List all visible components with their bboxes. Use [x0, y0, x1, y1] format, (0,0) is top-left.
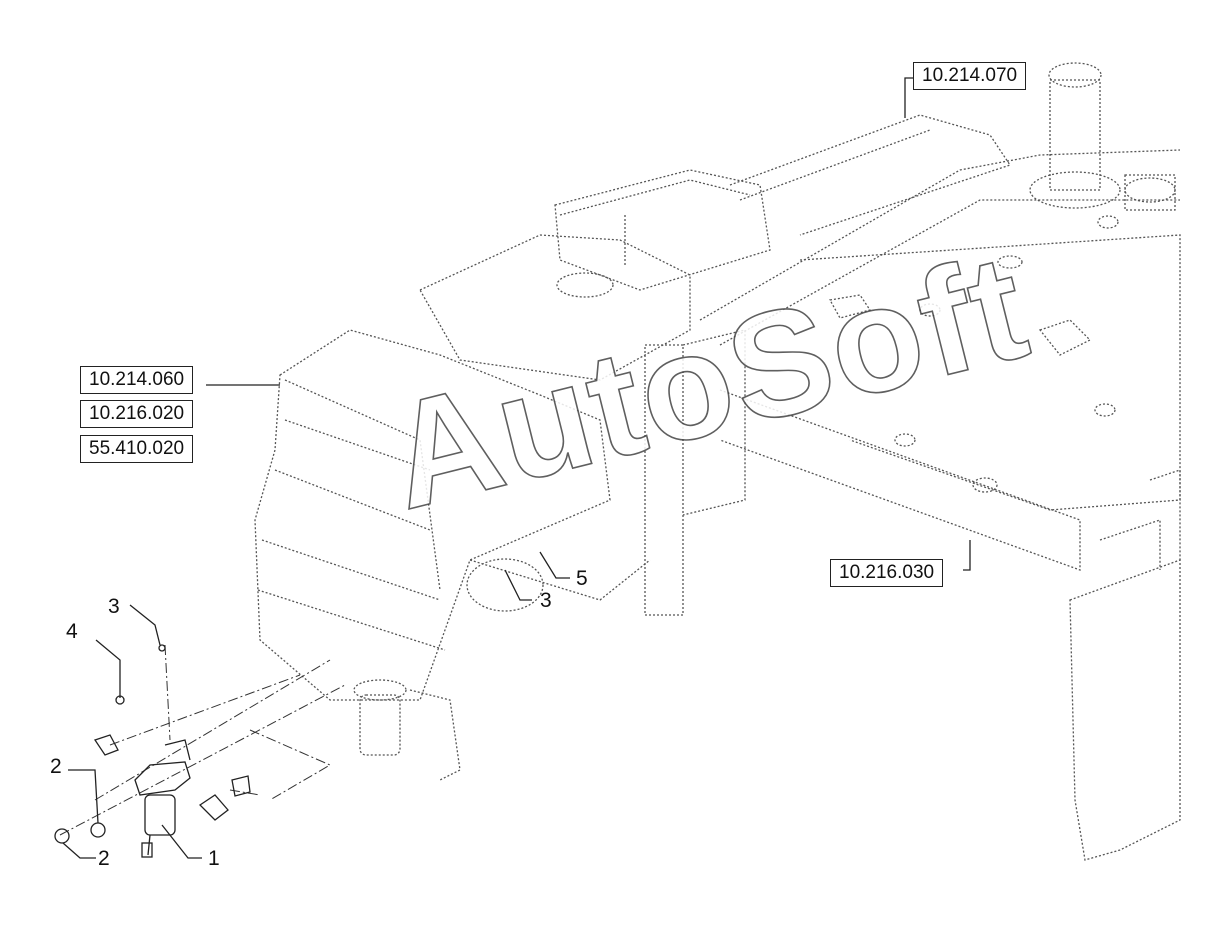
filter-bowl [144, 794, 176, 836]
right-bracket [1069, 559, 1181, 861]
leader-5 [539, 551, 570, 579]
callout-5: 5 [576, 567, 588, 590]
ref-box-10-216-030[interactable]: 10.216.030 [830, 559, 944, 587]
callout-1: 1 [208, 847, 220, 870]
fitting-2-lower [54, 828, 70, 844]
filter-head [134, 761, 191, 796]
callout-3-center: 3 [540, 589, 552, 612]
center-fuel-filter [359, 694, 401, 756]
leader-4 [95, 639, 121, 698]
callout-4: 4 [66, 620, 78, 643]
ref-box-10-216-020[interactable]: 10.216.020 [80, 400, 194, 428]
frame-rail-top [699, 149, 1181, 321]
filler-neck [1049, 79, 1101, 191]
leader-1 [161, 824, 202, 859]
upper-pipe [729, 114, 1012, 236]
leader-10-214-070 [904, 77, 913, 118]
rear-tank-outline [554, 169, 771, 291]
leader-2-upper [68, 769, 99, 824]
exploded-line-1 [164, 644, 171, 741]
callout-2-lower: 2 [98, 847, 110, 870]
main-tank-outline [254, 329, 611, 701]
leader-3-left [129, 604, 161, 646]
callout-3-left: 3 [108, 595, 120, 618]
cross-member [719, 389, 1081, 571]
callout-2-upper: 2 [50, 755, 62, 778]
fitting-2-upper [90, 822, 106, 838]
leader-2-lower [62, 842, 96, 859]
middle-tank-outline [419, 234, 691, 381]
leader-10-216-030 [963, 540, 971, 571]
washer-3 [158, 644, 166, 652]
ref-box-10-214-060[interactable]: 10.214.060 [80, 366, 194, 394]
frame-plate [799, 234, 1181, 511]
leader-3-center [504, 569, 532, 601]
ref-box-55-410-020[interactable]: 55.410.020 [80, 435, 194, 463]
vertical-post [644, 344, 684, 616]
ref-box-10-214-070[interactable]: 10.214.070 [913, 62, 1027, 90]
